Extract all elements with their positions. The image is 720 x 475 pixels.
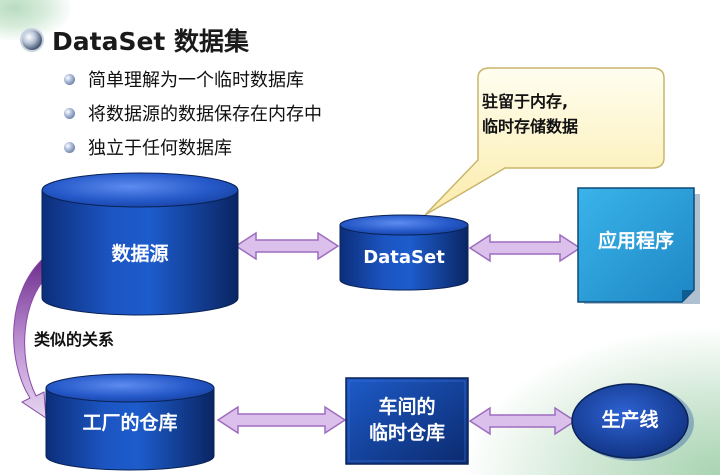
warehouse-label: 工厂的仓库 [82,412,178,435]
title-bullet-icon [22,30,42,50]
list-item: 简单理解为一个临时数据库 [64,62,322,96]
dataset-label: DataSet [363,246,445,268]
callout-text: 驻留于内存, 临时存储数据 [482,90,650,140]
double-arrow-dataset-app [468,233,582,263]
dataset-cylinder [339,214,469,291]
bullet-text: 独立于任何数据库 [88,138,232,159]
bullet-icon [64,141,75,153]
title-row: DataSet 数据集 [22,22,249,58]
relation-label: 类似的关系 [34,330,115,349]
double-arrow-warehouse-workshop [216,405,347,435]
double-arrow-workshop-production [468,406,577,436]
app-box [577,187,700,304]
production-label: 生产线 [601,409,659,432]
datasource-cylinder [41,172,239,316]
bullet-text: 简单理解为一个临时数据库 [88,70,304,91]
callout-line: 驻留于内存, [482,92,569,111]
workshop-box [345,377,469,465]
bullet-icon [64,73,75,85]
list-item: 独立于任何数据库 [64,130,322,164]
workshop-label-line2: 临时仓库 [368,422,445,444]
bullet-list: 简单理解为一个临时数据库 将数据源的数据保存在内存中 独立于任何数据库 [64,62,322,164]
warehouse-cylinder [45,373,215,471]
list-item: 将数据源的数据保存在内存中 [64,96,322,130]
production-ellipse [571,383,694,461]
double-arrow-datasource-dataset [234,231,340,261]
callout-line: 临时存储数据 [482,116,579,136]
callout-bubble [424,67,665,216]
bullet-text: 将数据源的数据保存在内存中 [88,104,322,125]
app-label: 应用程序 [597,230,674,253]
slide-title: DataSet 数据集 [52,27,250,56]
datasource-label: 数据源 [111,243,169,266]
workshop-label-line1: 车间的 [378,396,436,419]
workshop-label: 车间的 临时仓库 [346,386,468,456]
bullet-icon [64,107,75,119]
